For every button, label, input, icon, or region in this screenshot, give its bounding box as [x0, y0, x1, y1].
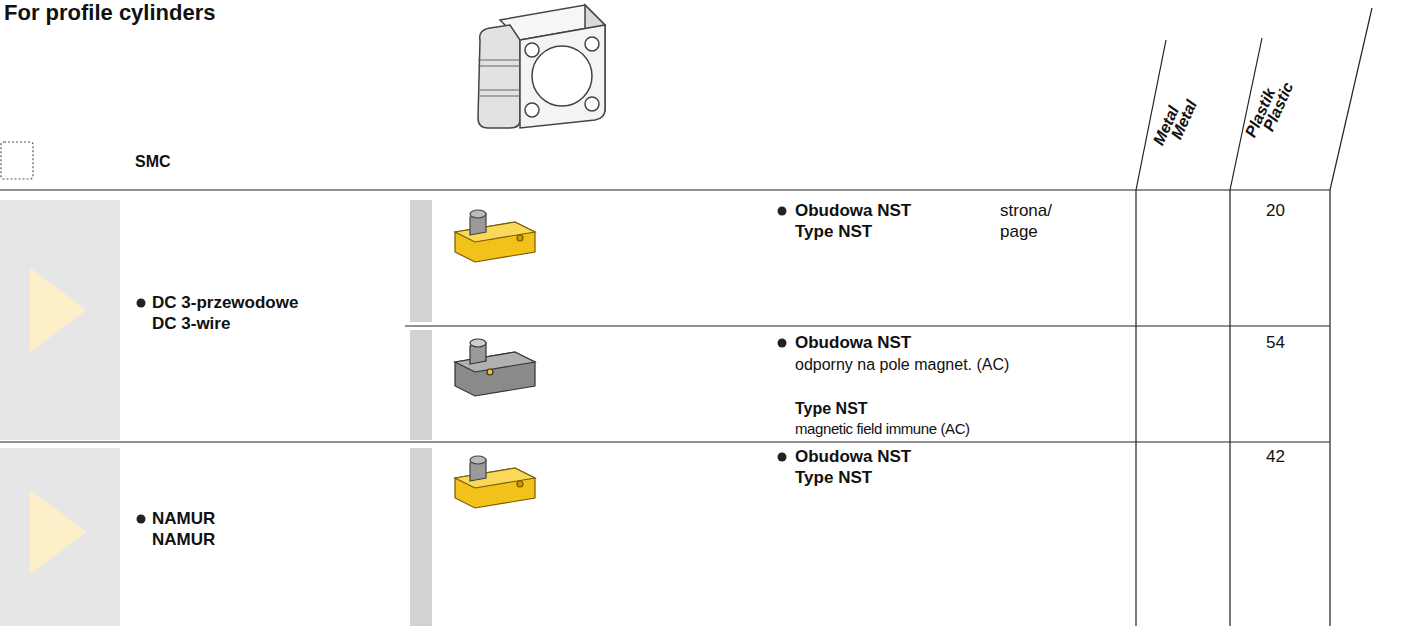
profile-icon	[1, 142, 33, 179]
housing-type: Obudowa NST	[795, 446, 911, 468]
row-bar	[410, 200, 432, 626]
page-number: 54	[1266, 332, 1285, 354]
page-word: page	[1000, 221, 1038, 243]
page-word: strona/	[1000, 200, 1052, 222]
sensor-grey	[455, 339, 535, 396]
page-number: 42	[1266, 446, 1285, 468]
housing-note: magnetic field immune (AC)	[795, 418, 970, 440]
category-label: NAMUR	[152, 529, 215, 551]
category-band	[0, 200, 120, 626]
category-label: NAMUR	[152, 508, 215, 530]
category-band: NAMURNAMUR	[0, 448, 405, 626]
page-number: 20	[1266, 200, 1285, 222]
sensor-yellow	[455, 456, 535, 508]
page-title: For profile cylinders	[4, 2, 216, 24]
column-header: Metal	[1166, 97, 1203, 143]
category-label: DC 3-przewodowe	[152, 292, 298, 314]
housing-note: odporny na pole magnet. (AC)	[795, 354, 1010, 376]
category-label: DC 3-wire	[152, 313, 230, 335]
bullet	[137, 207, 787, 524]
category-band: DC 3-przewodoweDC 3-wire	[0, 200, 405, 440]
sensor-yellow	[455, 210, 535, 262]
housing-type: Obudowa NST	[795, 332, 911, 354]
cylinder-illustration	[478, 5, 605, 128]
housing-type: Obudowa NST	[795, 200, 911, 222]
brand-name: SMC	[135, 151, 171, 173]
housing-type: Type NST	[795, 398, 868, 420]
housing-type: Type NST	[795, 467, 872, 489]
table-lines	[0, 8, 1372, 626]
housing-type: Type NST	[795, 221, 872, 243]
